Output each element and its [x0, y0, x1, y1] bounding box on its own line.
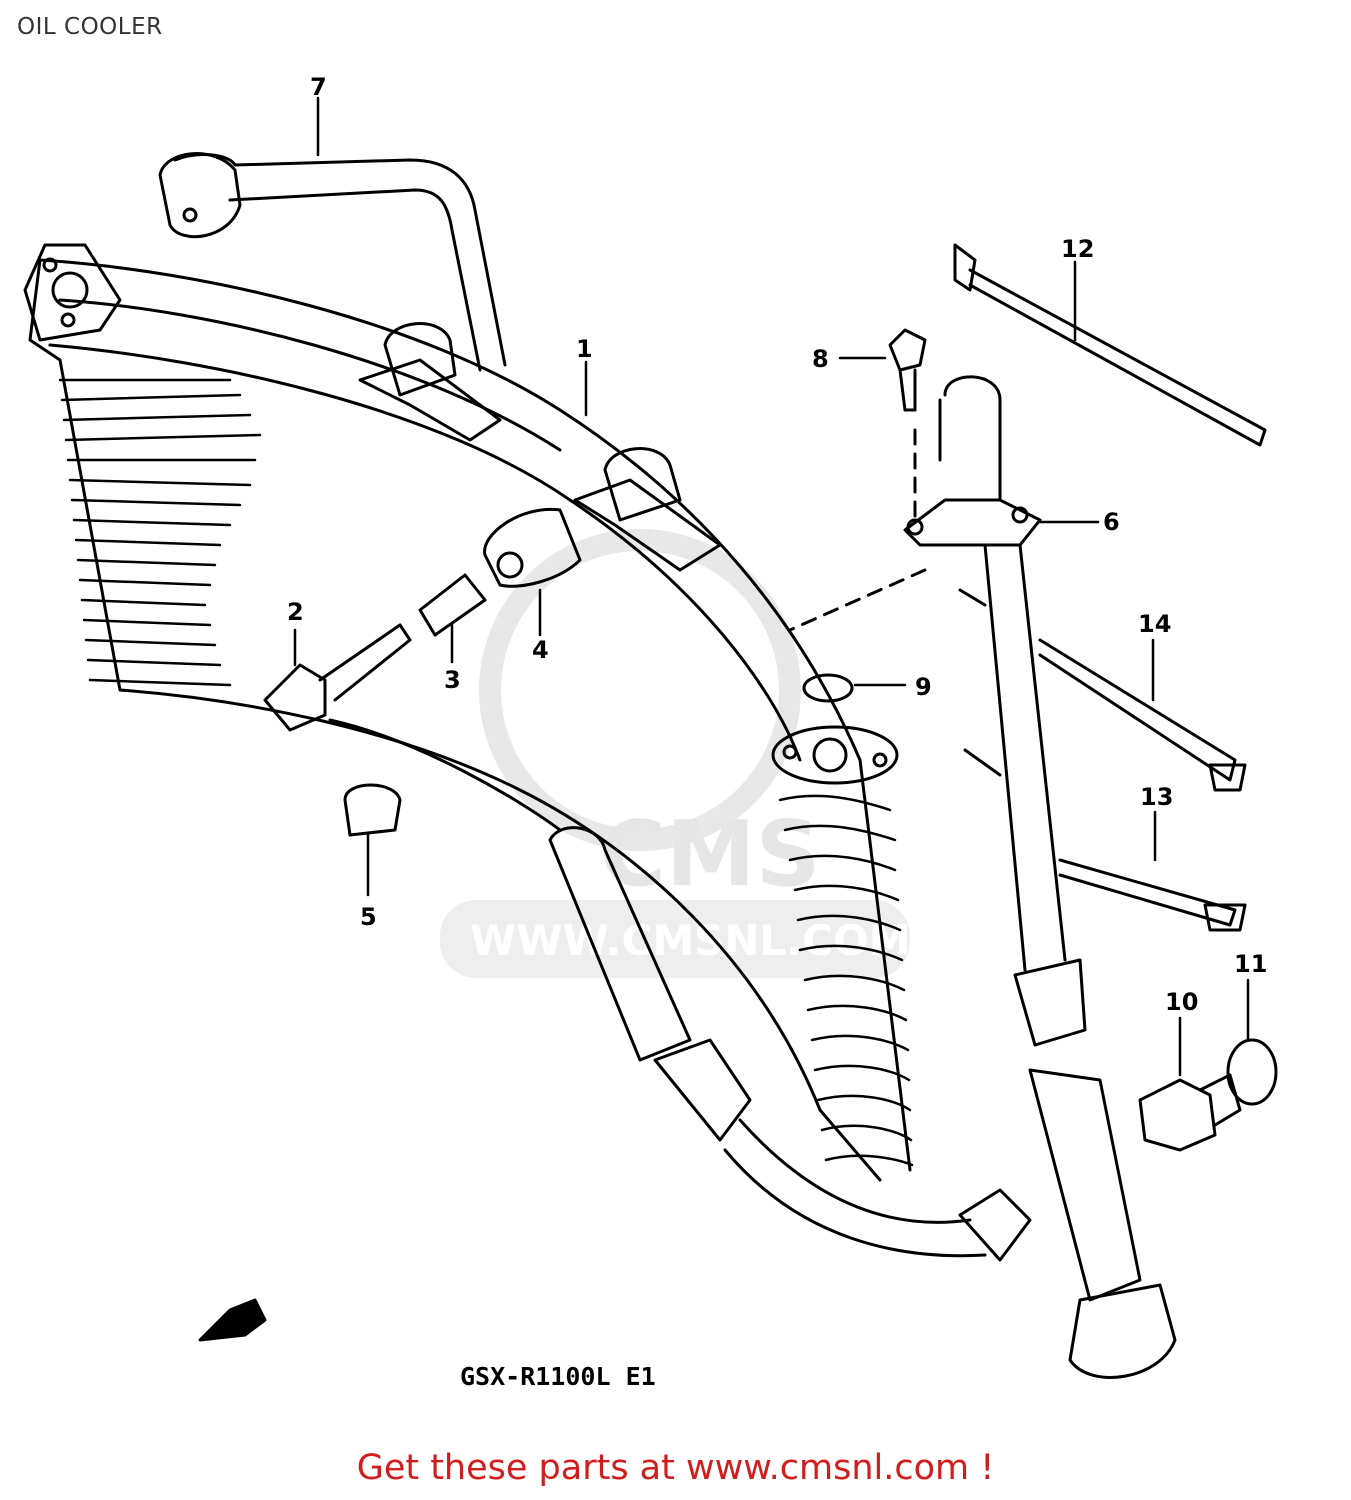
callout-labels: 1 2 3 4 5 6 7 8 9 10 11 12 13 14	[287, 73, 1267, 1016]
callout-3: 3	[444, 666, 461, 694]
o-ring-part-9	[802, 673, 854, 703]
cable-tie-part-13	[963, 748, 1247, 932]
callout-13: 13	[1140, 783, 1173, 811]
page-title: OIL COOLER	[17, 14, 163, 40]
oil-cooler-core	[23, 243, 914, 1182]
clip-part-5	[343, 783, 402, 837]
oil-hose-lower	[328, 718, 1032, 1262]
cushion-part-4	[483, 507, 582, 588]
oil-hose-right	[903, 375, 1177, 1379]
callout-leaders	[293, 96, 1250, 1077]
footer-shop-link[interactable]: Get these parts at www.cmsnl.com !	[356, 1448, 995, 1488]
callout-1: 1	[576, 335, 593, 363]
cmsnl-watermark: CMS WWW.CMSNL.COM	[440, 529, 911, 978]
collar-part-3	[418, 573, 487, 637]
callout-14: 14	[1138, 610, 1171, 638]
watermark-brand: CMS	[600, 802, 820, 907]
union-bolt-part-10	[1138, 1073, 1242, 1152]
callout-10: 10	[1165, 988, 1198, 1016]
callout-9: 9	[915, 673, 932, 701]
callout-5: 5	[360, 903, 377, 931]
cable-tie-part-12	[953, 243, 1267, 447]
front-direction-arrow	[198, 1298, 267, 1342]
callout-6: 6	[1103, 508, 1120, 536]
callout-8: 8	[812, 345, 829, 373]
model-code: GSX-R1100L E1	[460, 1362, 656, 1391]
callout-2: 2	[287, 598, 304, 626]
bolt-part-8	[888, 328, 927, 412]
oil-cooler-parts-diagram: CMS WWW.CMSNL.COM	[23, 73, 1278, 1391]
bolt-part-2	[263, 623, 412, 732]
watermark-url: WWW.CMSNL.COM	[470, 916, 911, 965]
callout-4: 4	[532, 636, 549, 664]
cable-tie-part-14	[958, 588, 1247, 792]
gasket-part-11	[1226, 1038, 1278, 1106]
callout-11: 11	[1234, 950, 1267, 978]
oil-hose-upper	[158, 152, 507, 372]
callout-12: 12	[1061, 235, 1094, 263]
callout-7: 7	[310, 73, 327, 101]
